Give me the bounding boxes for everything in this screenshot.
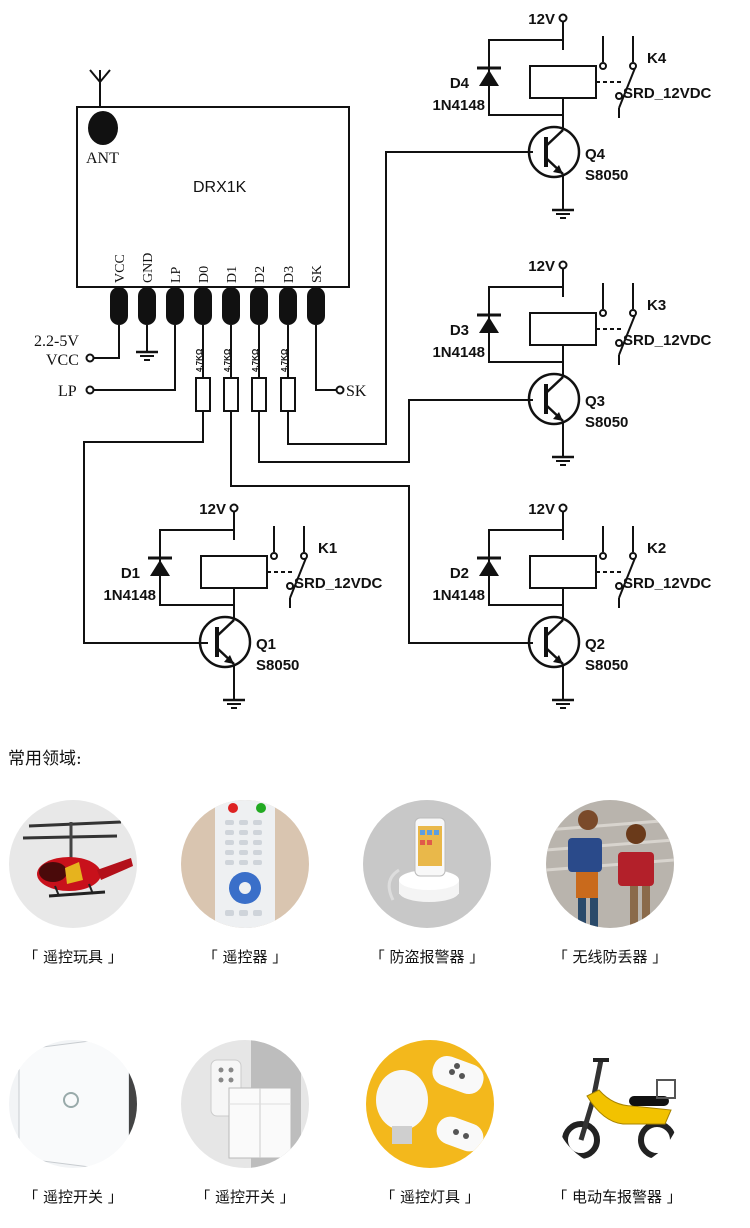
npn-transistor-symbol [527, 125, 581, 179]
r2-value: 4.7KΩ [223, 348, 232, 372]
app-caption: 「 遥控玩具 」 [23, 948, 123, 966]
transistor-model-label: S8050 [585, 657, 628, 674]
app-caption: 「 电动车报警器 」 [552, 1188, 682, 1206]
pin-d3 [279, 287, 297, 325]
diode-symbol [477, 66, 501, 86]
app-anti-theft: 「 防盗报警器 」 [342, 800, 512, 967]
pin-lp [166, 287, 184, 325]
relay-model-label: SRD_12VDC [623, 85, 712, 102]
diode-symbol [148, 556, 172, 576]
transistor-model-label: S8050 [585, 167, 628, 184]
ground-symbol [221, 698, 247, 710]
pin-sk [307, 287, 325, 325]
diode-model-label: 1N4148 [432, 344, 485, 361]
app-wall-switch: 「 遥控开关 」 [160, 1040, 330, 1207]
npn-transistor-symbol [527, 615, 581, 669]
pin-label: SK [310, 265, 325, 283]
diode-model-label: 1N4148 [432, 587, 485, 604]
relay-model-label: SRD_12VDC [294, 575, 383, 592]
remote-control-image [181, 800, 309, 928]
diode-symbol [477, 313, 501, 333]
pin-d1 [222, 287, 240, 325]
diode-label: D2 [450, 565, 469, 582]
antenna-blob [88, 111, 118, 145]
app-touch-switch: 「 遥控开关 」 [0, 1040, 158, 1207]
relay-model-label: SRD_12VDC [623, 575, 712, 592]
ground-symbol [550, 208, 576, 220]
pin-label: VCC [113, 254, 128, 283]
diode-label: D4 [450, 75, 470, 92]
antenna-label: ANT [86, 150, 119, 167]
e-scooter-image [553, 1040, 681, 1168]
phone-alarm-image [363, 800, 491, 928]
app-caption: 「 遥控开关 」 [23, 1188, 123, 1206]
app-caption: 「 遥控开关 」 [195, 1188, 295, 1206]
relay-label: K1 [318, 540, 337, 557]
supply-label: 12V [199, 501, 226, 518]
transistor-label: Q1 [256, 636, 276, 653]
ground-symbol [550, 698, 576, 710]
transistor-label: Q3 [585, 393, 605, 410]
pin-d2 [250, 287, 268, 325]
diode-model-label: 1N4148 [103, 587, 156, 604]
relay-label: K4 [647, 50, 667, 67]
sk-label: SK [346, 383, 367, 400]
r4-value: 4.7KΩ [280, 348, 289, 372]
helicopter-image [9, 800, 137, 928]
relay-label: K2 [647, 540, 666, 557]
app-anti-loss: 「 无线防丢器 」 [525, 800, 695, 967]
vcc-label: VCC [46, 352, 79, 369]
pin-label: D3 [282, 266, 297, 283]
touch-switch-image [9, 1040, 137, 1168]
ground-symbol [550, 455, 576, 467]
pin-vcc [110, 287, 128, 325]
transistor-model-label: S8050 [256, 657, 299, 674]
pin-d0 [194, 287, 212, 325]
pin-gnd [138, 287, 156, 325]
diode-symbol [477, 556, 501, 576]
npn-transistor-symbol [527, 372, 581, 426]
pin-label: D1 [225, 266, 240, 283]
r1-value: 4.7KΩ [195, 348, 204, 372]
app-caption: 「 遥控器 」 [202, 948, 288, 966]
supply-voltage-label: 2.2-5V [34, 333, 79, 350]
module-pins: VCC GND LP D0 D1 D2 D3 SK [110, 253, 325, 325]
app-caption: 「 无线防丢器 」 [552, 948, 668, 966]
app-lamp: 「 遥控灯具 」 [345, 1040, 515, 1207]
lp-label: LP [58, 383, 77, 400]
pin-label: D0 [197, 266, 212, 283]
app-caption: 「 防盗报警器 」 [369, 948, 485, 966]
relay-label: K3 [647, 297, 666, 314]
children-backpack-image [546, 800, 674, 928]
transistor-model-label: S8050 [585, 414, 628, 431]
module-name: DRX1K [193, 179, 247, 196]
diode-label: D3 [450, 322, 469, 339]
pin-label: GND [141, 253, 156, 283]
supply-label: 12V [528, 11, 555, 28]
transistor-label: Q4 [585, 146, 606, 163]
supply-label: 12V [528, 258, 555, 275]
transistor-label: Q2 [585, 636, 605, 653]
relay-model-label: SRD_12VDC [623, 332, 712, 349]
diode-model-label: 1N4148 [432, 97, 485, 114]
pin-label: LP [169, 266, 184, 283]
pin-label: D2 [253, 266, 268, 283]
app-rc-toy: 「 遥控玩具 」 [0, 800, 158, 967]
app-caption: 「 遥控灯具 」 [380, 1188, 480, 1206]
supply-label: 12V [528, 501, 555, 518]
applications-title: 常用领域: [8, 749, 82, 769]
led-bulb-image [366, 1040, 494, 1168]
r3-value: 4.7KΩ [251, 348, 260, 372]
app-ebike-alarm: 「 电动车报警器 」 [532, 1040, 702, 1207]
diode-label: D1 [121, 565, 140, 582]
wall-switch-image [181, 1040, 309, 1168]
app-remote: 「 遥控器 」 [160, 800, 330, 967]
